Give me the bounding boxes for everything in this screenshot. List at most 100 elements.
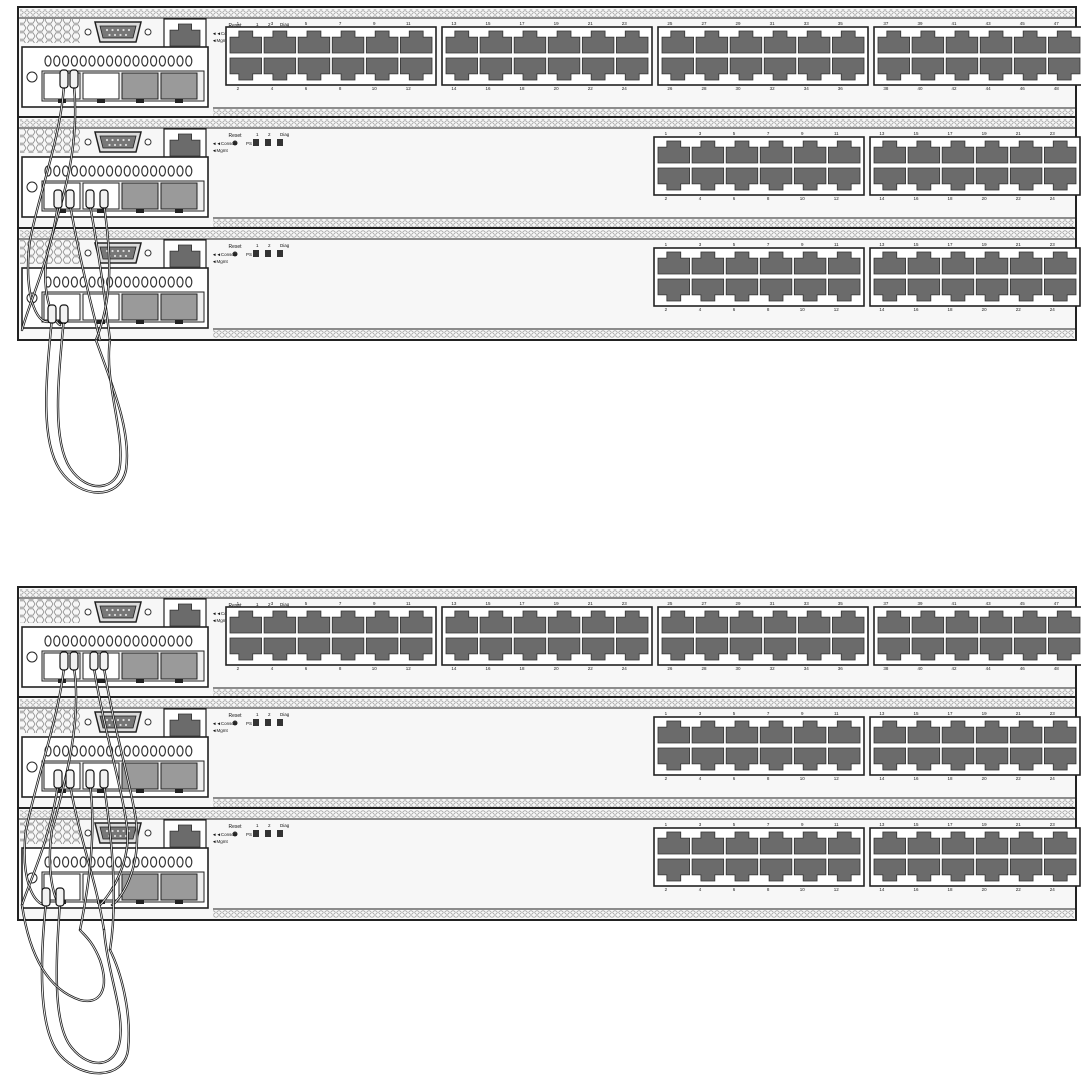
port-number-label: 11 [406,601,411,606]
db9-pin [113,834,117,838]
port-number-label: 1 [665,242,668,247]
db9-pin [108,143,111,147]
sfp-latch [97,679,105,683]
port-number-label: 4 [271,666,274,671]
port-block-frame [869,716,1081,776]
cable-plug [59,651,69,671]
port-number-label: 14 [879,307,885,312]
reset-label: Reset [228,133,242,139]
db9-pin [116,829,120,833]
rj45-port-icon [759,167,793,191]
port-block-frame [225,606,437,666]
status-led [265,830,271,837]
port-number-label: 9 [801,711,804,716]
module-vent-slot [123,55,131,67]
stacking-cable-highlight [41,901,130,1074]
rj45-port-icon [907,251,941,275]
port-number-label: 18 [948,887,954,892]
db9-pin [119,143,122,147]
rj45-port-icon [975,858,1009,882]
port-number-label: 45 [1020,601,1026,606]
top-vent-strip [20,810,1074,818]
port-number-label: 5 [305,601,308,606]
rj45-port-icon [331,30,365,54]
thumbscrew-icon [26,651,38,663]
rj45-port-icon [725,167,759,191]
sfp-latch [97,99,105,103]
port-number-label: 11 [834,822,839,827]
port-number-label: 24 [622,86,628,91]
rj45-port-icon [229,610,262,634]
rj45-port-icon [907,278,941,302]
port-number-label: 7 [339,601,342,606]
rj45-port-icon [547,637,581,661]
module-vent-slot [97,165,105,177]
port-number-label: 7 [767,711,770,716]
mgmt-label: ◄Mgmt [212,618,228,623]
module-vent-slot [150,276,158,288]
rj45-port-icon [365,57,399,81]
port-number-label: 39 [917,21,923,26]
reset-button [232,140,238,146]
port-number-label: 13 [879,242,885,247]
port-number-label: 15 [485,601,491,606]
port-number-label: 12 [406,666,412,671]
db9-pin [119,254,122,258]
sfp-slot [160,293,198,321]
port-number-label: 3 [699,711,702,716]
rj45-port-icon [1013,637,1047,661]
left-vent [20,129,80,153]
rj45-port-icon [331,610,365,634]
cable-plug [89,651,99,671]
port-number-label: 11 [406,21,411,26]
rj45-port-icon [828,278,861,302]
port-number-label: 17 [520,601,526,606]
rj45-port-icon [661,610,694,634]
rj45-port-icon [479,30,513,54]
port-number-label: 8 [339,86,342,91]
port-number-label: 34 [804,86,810,91]
module-vent-slot [61,55,70,67]
port-number-label: 11 [834,131,839,136]
port-number-label: 25 [667,21,673,26]
port-number-label: 13 [451,21,457,26]
switch-unit: Reset◄◄Console◄MgmtPS12Diag1234567891011… [17,586,1081,700]
port-number-label: 32 [770,666,776,671]
port-number-label: 29 [736,601,742,606]
module-vent-slot [114,55,123,67]
port-number-label: 45 [1020,21,1026,26]
module-vent-slot [176,276,184,288]
module-vent-slot [123,745,131,757]
module-vent-slot [141,165,149,177]
sfp-slot [121,652,159,680]
rj45-port-icon [873,167,906,191]
port-number-label: 23 [1050,711,1056,716]
port-number-label: 15 [485,21,491,26]
module-vent-slot [79,165,87,177]
thumbscrew-icon [144,829,152,837]
sfp-latch [136,900,144,904]
rj45-port-icon [616,637,649,661]
port-number-label: 1 [237,21,240,26]
port-number-label: 38 [883,86,889,91]
rj45-port-icon [657,167,690,191]
port-block-frame [657,26,869,86]
port-number-label: 14 [451,666,457,671]
status-led [253,139,259,146]
module-vent-slot [150,165,158,177]
rj45-port-icon [1044,278,1077,302]
rj45-port-icon [547,610,581,634]
rj45-port-icon [979,637,1013,661]
module-vent-slot [70,55,79,67]
sfp-slot [121,72,159,100]
rj45-port-icon [828,858,861,882]
module-vent-slot [79,55,87,67]
db9-serial-connector-icon [84,601,152,623]
console-label: ◄◄Console [212,31,238,36]
stacking-cable-highlight [103,784,115,951]
rj45-port-icon [691,747,725,771]
module-vent-slot [79,635,87,647]
port-block-frame [869,247,1081,307]
